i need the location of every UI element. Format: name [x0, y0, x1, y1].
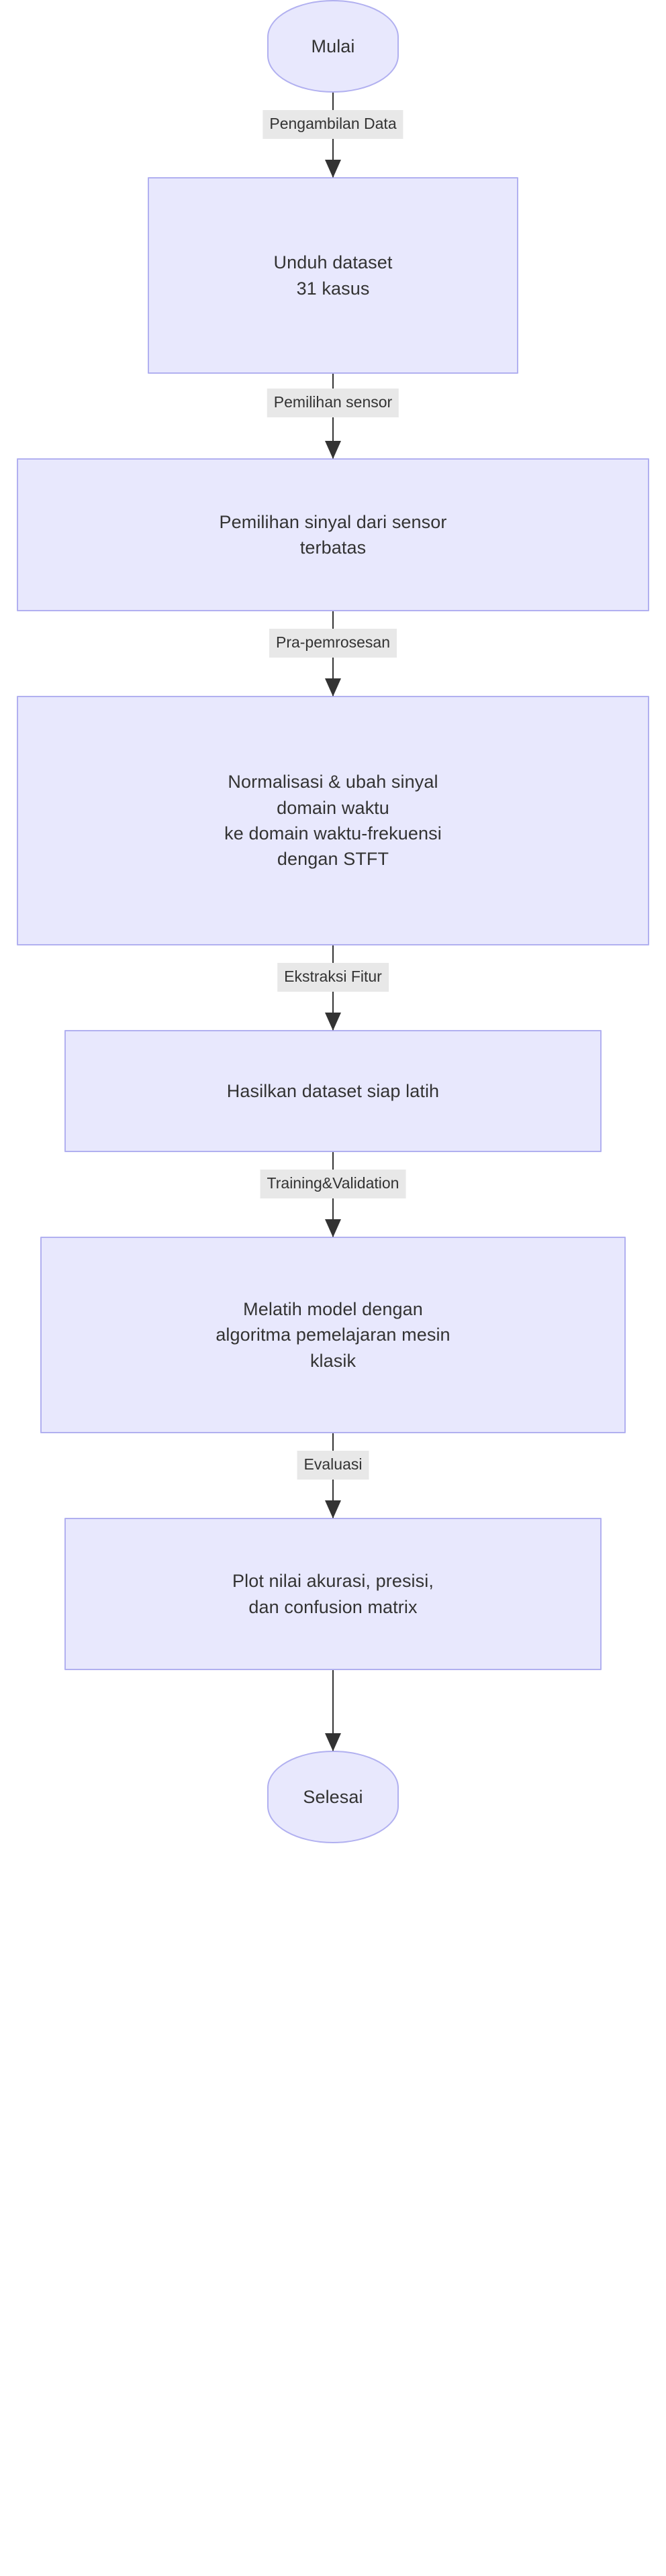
edge-label-pengambilan-data: Pengambilan Data: [263, 110, 403, 139]
node-pemilihan-sinyal-label: Pemilihan sinyal dari sensor terbatas: [219, 511, 447, 558]
node-hasilkan-dataset[interactable]: Hasilkan dataset siap latih: [64, 1030, 602, 1152]
edge-normalisasi-to-hasilkan: Ekstraksi Fitur: [277, 945, 389, 1030]
edge-label-pra-pemrosesan: Pra-pemrosesan: [269, 629, 397, 658]
node-normalisasi-stft[interactable]: Normalisasi & ubah sinyal domain waktu k…: [17, 696, 649, 945]
node-unduh-dataset[interactable]: Unduh dataset 31 kasus: [148, 177, 518, 374]
node-pemilihan-sinyal[interactable]: Pemilihan sinyal dari sensor terbatas: [17, 458, 649, 611]
edge-pemilihan-to-normalisasi: Pra-pemrosesan: [269, 611, 397, 696]
edge-plot-to-end: [332, 1670, 334, 1751]
edge-label-ekstraksi-fitur: Ekstraksi Fitur: [277, 963, 389, 992]
node-start-label: Mulai: [311, 36, 355, 56]
node-melatih-model[interactable]: Melatih model dengan algoritma pemelajar…: [40, 1237, 626, 1433]
node-start[interactable]: Mulai: [267, 0, 399, 93]
edge-hasilkan-to-melatih: Training&Validation: [260, 1152, 406, 1237]
node-melatih-model-label: Melatih model dengan algoritma pemelajar…: [216, 1299, 450, 1371]
edge-label-evaluasi: Evaluasi: [297, 1451, 369, 1480]
node-end[interactable]: Selesai: [267, 1751, 399, 1843]
edge-label-pemilihan-sensor: Pemilihan sensor: [267, 389, 399, 417]
node-plot-metrik-label: Plot nilai akurasi, presisi, dan confusi…: [232, 1571, 434, 1617]
edge-label-training-validation: Training&Validation: [260, 1170, 406, 1198]
node-unduh-dataset-label: Unduh dataset 31 kasus: [273, 252, 393, 299]
node-hasilkan-dataset-label: Hasilkan dataset siap latih: [226, 1080, 440, 1101]
edge-unduh-to-pemilihan: Pemilihan sensor: [267, 374, 399, 458]
edge-melatih-to-plot: Evaluasi: [297, 1433, 369, 1518]
node-end-label: Selesai: [303, 1786, 363, 1807]
node-plot-metrik[interactable]: Plot nilai akurasi, presisi, dan confusi…: [64, 1518, 602, 1670]
edge-start-to-unduh: Pengambilan Data: [263, 93, 403, 177]
node-normalisasi-stft-label: Normalisasi & ubah sinyal domain waktu k…: [224, 772, 442, 870]
